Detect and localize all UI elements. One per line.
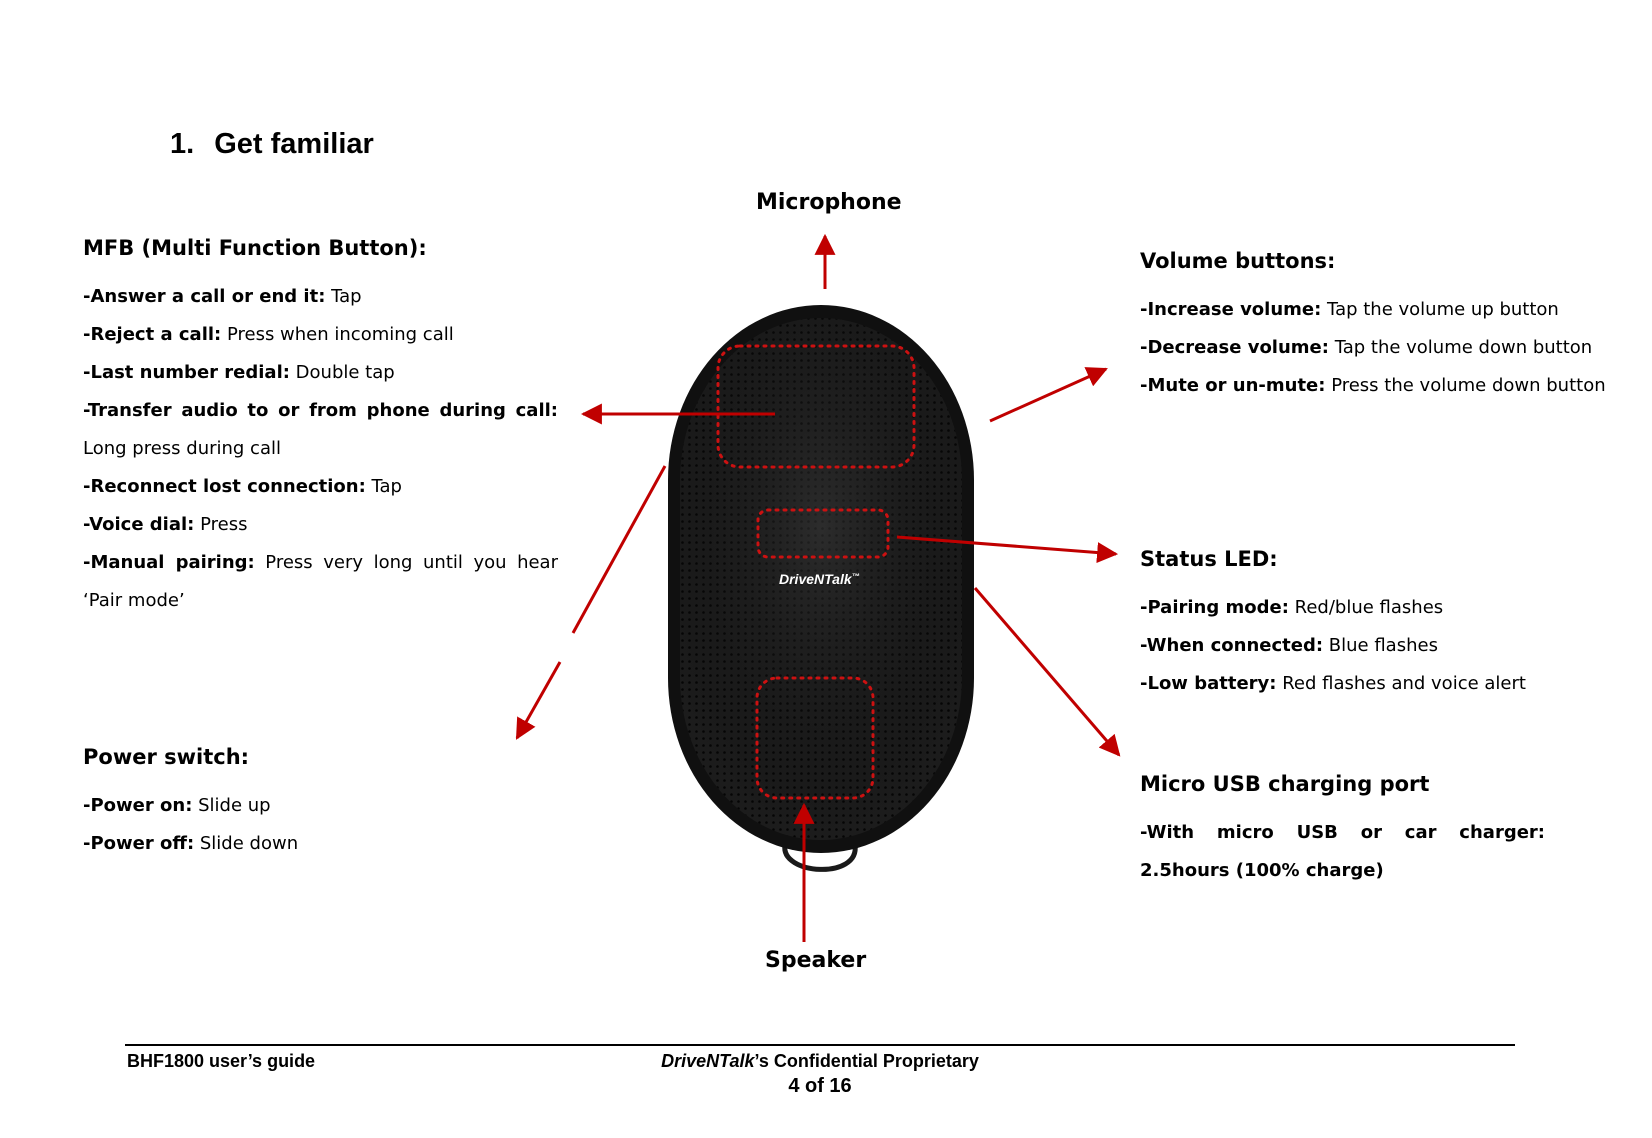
usb-section: Micro USB charging port -With micro USB …: [1140, 772, 1545, 890]
volume-item: -Decrease volume: Tap the volume down bu…: [1140, 337, 1593, 358]
volume-item: -Increase volume: Tap the volume up butt…: [1140, 299, 1559, 320]
mfb-item: -Voice dial: Press: [83, 514, 248, 535]
arrow-usb: [973, 587, 1121, 757]
led-title: Status LED:: [1140, 547, 1278, 571]
power-section: Power switch: -Power on: Slide up -Power…: [83, 745, 558, 863]
arrow-power-switch: [571, 465, 667, 634]
led-item: -When connected: Blue flashes: [1140, 635, 1438, 656]
footer-rule: [125, 1044, 1515, 1046]
mfb-item: -Answer a call or end it: Tap: [83, 286, 362, 307]
led-item: -Low battery: Red flashes and voice aler…: [1140, 673, 1526, 694]
mfb-section: MFB (Multi Function Button): -Answer a c…: [83, 236, 558, 620]
lanyard-loop: [782, 844, 858, 872]
volume-section: Volume buttons: -Increase volume: Tap th…: [1140, 249, 1620, 405]
section-title: Get familiar: [214, 128, 374, 160]
power-item: -Power off: Slide down: [83, 833, 299, 854]
microphone-area: [716, 344, 916, 469]
mfb-item: -Transfer audio to or from phone during …: [83, 400, 558, 459]
arrow-volume: [989, 367, 1108, 423]
footer-confidential: DriveNTalk’s Confidential Proprietary: [661, 1051, 979, 1071]
led-area: [756, 508, 890, 559]
footer-brand: DriveNTalk: [661, 1051, 755, 1071]
speaker-label: Speaker: [765, 948, 867, 973]
microphone-label: Microphone: [756, 190, 902, 215]
mfb-item: -Reconnect lost connection: Tap: [83, 476, 402, 497]
usb-title: Micro USB charging port: [1140, 772, 1430, 796]
arrow-power-switch-tail: [515, 661, 562, 740]
section-heading: 1. Get familiar: [170, 128, 374, 161]
footer-guide-title: BHF1800 user’s guide: [127, 1051, 316, 1071]
led-section: Status LED: -Pairing mode: Red/blue flas…: [1140, 547, 1620, 703]
mfb-title: MFB (Multi Function Button):: [83, 236, 427, 260]
mfb-item: -Last number redial: Double tap: [83, 362, 395, 383]
page-number: 4 of 16: [788, 1075, 852, 1097]
led-item: -Pairing mode: Red/blue flashes: [1140, 597, 1444, 618]
power-item: -Power on: Slide up: [83, 795, 271, 816]
speaker-area: [755, 676, 875, 800]
mfb-item: -Reject a call: Press when incoming call: [83, 324, 454, 345]
mfb-item: -Manual pairing: Press very long until y…: [83, 552, 558, 611]
arrow-led: [896, 535, 1119, 564]
section-number: 1.: [170, 128, 195, 160]
volume-item: -Mute or un-mute: Press the volume down …: [1140, 375, 1606, 396]
device-brand-logo: DriveNTalk™: [779, 571, 860, 587]
usb-item: -With micro USB or car charger: 2.5hours…: [1140, 822, 1545, 881]
power-title: Power switch:: [83, 745, 250, 769]
volume-title: Volume buttons:: [1140, 249, 1336, 273]
